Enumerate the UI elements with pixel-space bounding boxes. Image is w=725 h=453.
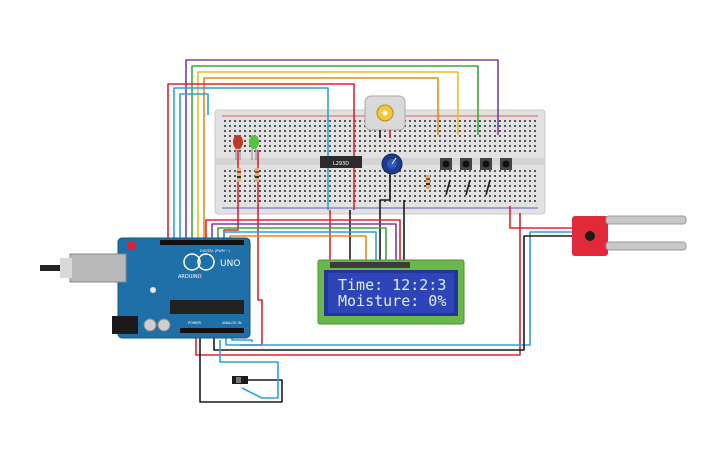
- soil-moisture-sensor: [572, 215, 687, 256]
- arduino-uno: UNO ARDUINO DIGITAL (PWM ~) POWER ANALOG…: [40, 237, 251, 339]
- arduino-model: UNO: [220, 259, 240, 269]
- wire-purple-hdr: [211, 223, 397, 262]
- wire-red-top: [167, 83, 355, 240]
- wire-red-bottom: [195, 213, 521, 356]
- lcd-display: Time: 12:2:3 Moisture: 0%: [317, 259, 465, 325]
- wire-black-btn3: [445, 179, 451, 196]
- arduino-power-label: POWER: [188, 321, 202, 325]
- breadboard-holes: [224, 120, 536, 202]
- arduino-brand: ARDUINO: [178, 274, 202, 280]
- wire-black-bottom: [213, 235, 575, 351]
- breadboard: [214, 109, 546, 215]
- push-button: [460, 158, 472, 170]
- wire-blue-switch: [219, 340, 279, 399]
- push-button: [480, 158, 492, 170]
- wire-black-btn2: [485, 179, 491, 196]
- wire-green-top: [191, 65, 479, 240]
- red-led: [233, 135, 243, 160]
- push-button: [440, 158, 452, 170]
- motor-driver-label: L293D: [333, 161, 349, 167]
- wire-red-hdr: [205, 219, 401, 262]
- green-led: [249, 135, 259, 160]
- wire-black-pot: [379, 165, 391, 260]
- potentiometer: [381, 153, 403, 175]
- wire-orange-top: [203, 77, 439, 240]
- wires: [167, 59, 575, 403]
- lcd-line-1: Time: 12:2:3: [338, 276, 446, 294]
- wire-blue-bottom: [225, 231, 575, 346]
- dc-motor: [364, 95, 406, 138]
- push-button: [500, 158, 512, 170]
- motor-driver-chip: L293D: [320, 156, 362, 168]
- resistor-1: [237, 168, 241, 182]
- wire-black-switch: [199, 335, 283, 403]
- wire-purple-top: [185, 59, 499, 240]
- arduino-digital-label: DIGITAL (PWM ~): [200, 249, 231, 253]
- arduino-analog-label: ANALOG IN: [222, 321, 242, 325]
- wire-red-sensor: [509, 206, 575, 229]
- wire-black-btn1: [465, 179, 471, 196]
- resistor-2: [255, 168, 259, 182]
- wire-blue-top2: [179, 93, 209, 240]
- lcd-line-2: Moisture: 0%: [338, 292, 446, 310]
- wire-green-hdr: [217, 227, 387, 262]
- push-buttons: [440, 158, 512, 170]
- wire-blue-hdr: [223, 231, 377, 262]
- wire-blue-top1: [173, 87, 329, 240]
- wire-yellow-top: [197, 71, 459, 240]
- resistor-3: [426, 175, 430, 189]
- slide-switch: [232, 376, 248, 384]
